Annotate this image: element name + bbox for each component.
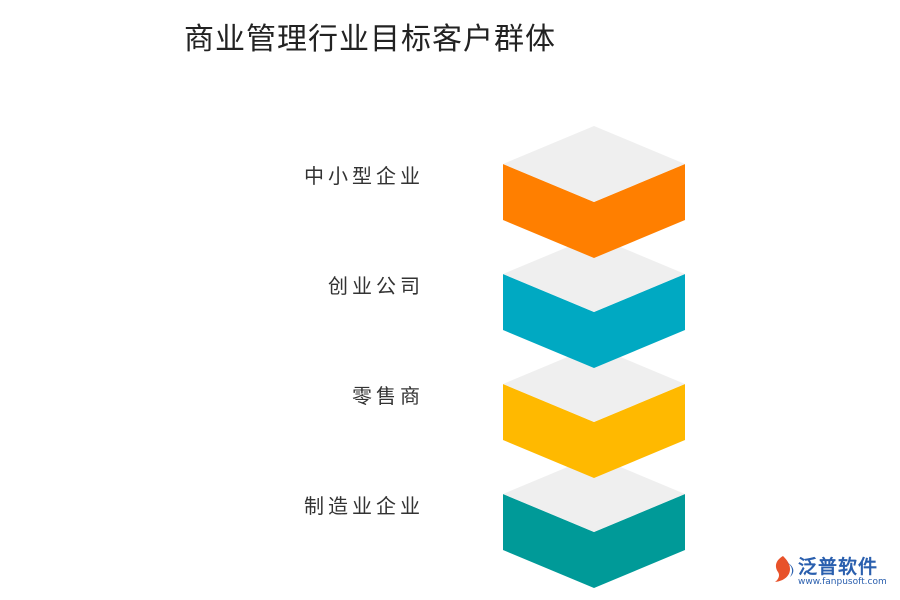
block-side-2 [503, 274, 685, 368]
segment-label-4: 制造业企业 [304, 494, 424, 518]
segment-label-2: 创业公司 [328, 274, 424, 298]
segment-label-3: 零售商 [352, 384, 424, 408]
block-top-4 [503, 456, 685, 532]
block-top-2 [503, 236, 685, 312]
block-top-1 [503, 126, 685, 202]
segment-label-1: 中小型企业 [304, 164, 424, 188]
logo-url: www.fanpusoft.com [798, 577, 887, 587]
block-segment-3 [503, 346, 685, 478]
block-top-3 [503, 346, 685, 422]
fanpu-logo-icon [775, 556, 794, 582]
block-segment-2 [503, 236, 685, 368]
block-side-4 [503, 494, 685, 588]
block-segment-1 [503, 126, 685, 258]
logo-name: 泛普软件 [798, 556, 879, 578]
block-side-1 [503, 164, 685, 258]
diagram-title: 商业管理行业目标客户群体 [184, 22, 556, 57]
block-side-3 [503, 384, 685, 478]
block-segment-4 [503, 456, 685, 588]
brand-logo: 泛普软件 www.fanpusoft.com [770, 552, 895, 596]
